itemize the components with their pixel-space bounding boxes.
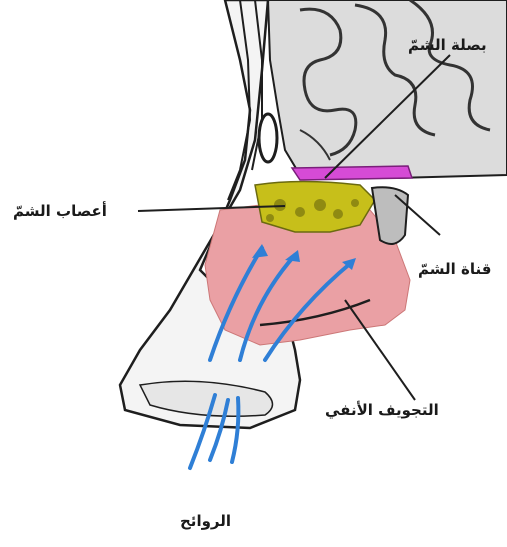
label-olfactory-tract: قناة الشمّ [418,262,491,277]
label-nasal-cavity: التجويف الأنفي [325,403,439,418]
olfactory-bulb [292,166,412,180]
label-odors: الروائح [180,514,231,529]
label-olfactory-bulb: بصلة الشمّ [408,38,487,53]
frontal-sinus [259,114,277,162]
label-olfactory-nerves: أعصاب الشمّ [13,204,107,219]
brain-tissue [268,0,507,178]
